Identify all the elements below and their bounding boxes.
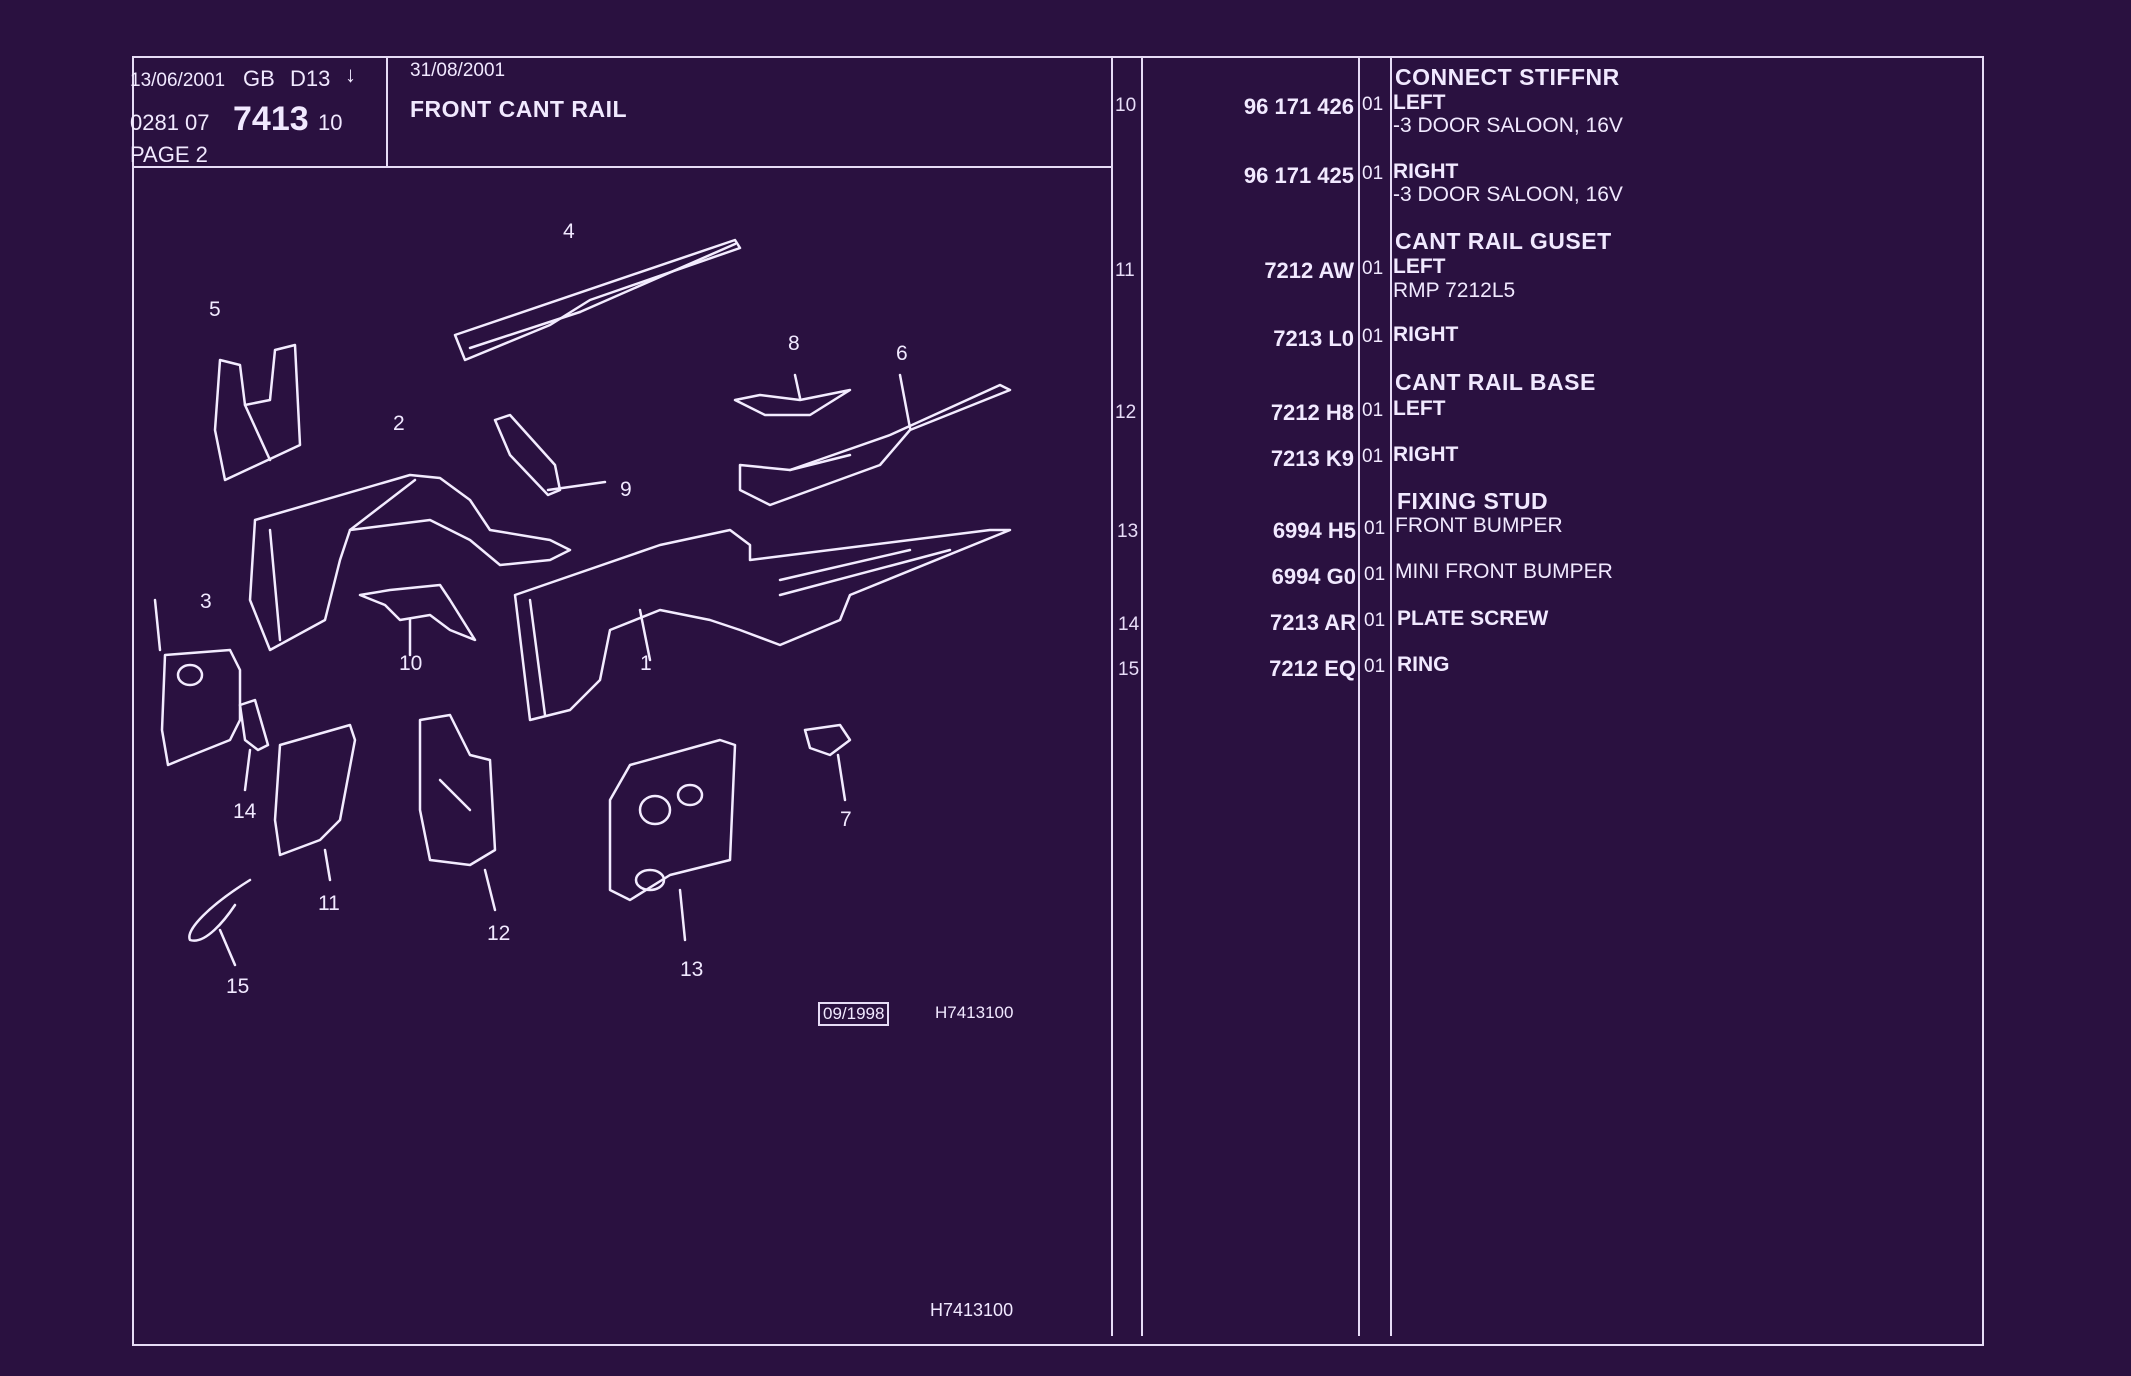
part-title-11: CANT RAIL GUSET xyxy=(1395,228,1612,254)
exploded-parts-diagram xyxy=(153,238,1012,967)
desc-row-9: PLATE SCREW xyxy=(1397,607,1549,630)
desc-row-8: MINI FRONT BUMPER xyxy=(1395,560,1613,583)
part-5-drawing xyxy=(213,343,302,482)
part-title-12: CANT RAIL BASE xyxy=(1395,369,1596,395)
qty-row-10: 01 xyxy=(1364,656,1386,677)
partcol-right-rule xyxy=(1358,56,1360,1336)
callout-10: 10 xyxy=(399,652,423,675)
part-number-row-6: 7213 K9 xyxy=(1270,446,1354,471)
qty-row-6: 01 xyxy=(1362,446,1384,467)
section-title: FRONT CANT RAIL xyxy=(410,96,628,122)
part-1-drawing xyxy=(513,528,1012,722)
note-row-3: RMP 7212L5 xyxy=(1393,279,1516,302)
qtycol-right-rule xyxy=(1390,56,1392,1336)
header-ref-prefix: 0281 07 xyxy=(130,110,210,135)
header-date-left: 13/06/2001 xyxy=(130,70,226,91)
part-14-drawing xyxy=(238,698,270,792)
item-ref-11: 11 xyxy=(1115,260,1135,281)
part-number-row-1: 96 171 426 xyxy=(1243,94,1354,119)
part-6-drawing xyxy=(738,373,1012,507)
part-15-drawing xyxy=(188,878,252,967)
desc-row-6: RIGHT xyxy=(1393,443,1459,466)
callout-11: 11 xyxy=(318,892,340,915)
desc-row-1: LEFT xyxy=(1393,91,1446,114)
callout-4: 4 xyxy=(563,220,575,243)
callout-15: 15 xyxy=(226,975,250,998)
header-arrow: ↓ xyxy=(345,62,356,87)
callout-7: 7 xyxy=(840,808,852,831)
part-number-row-10: 7212 EQ xyxy=(1269,656,1356,681)
part-number-row-8: 6994 G0 xyxy=(1271,564,1356,589)
part-3-drawing xyxy=(153,598,242,767)
diagram-right-rule xyxy=(1111,56,1113,1336)
callout-5: 5 xyxy=(209,298,221,321)
item-ref-12: 12 xyxy=(1115,402,1137,423)
callout-9: 9 xyxy=(620,478,632,501)
callout-8: 8 xyxy=(788,332,800,355)
item-ref-14: 14 xyxy=(1118,614,1140,635)
item-ref-13: 13 xyxy=(1117,521,1139,542)
desc-row-7: FRONT BUMPER xyxy=(1395,514,1563,537)
part-number-row-9: 7213 AR xyxy=(1269,610,1356,635)
part-number-row-5: 7212 H8 xyxy=(1270,400,1354,425)
part-2-drawing xyxy=(248,473,572,652)
part-7-drawing xyxy=(803,723,852,802)
callout-1: 1 xyxy=(640,652,652,675)
part-title-10: CONNECT STIFFNR xyxy=(1395,64,1620,90)
header-divider xyxy=(386,56,388,168)
page-frame xyxy=(132,56,1984,1346)
desc-row-4: RIGHT xyxy=(1393,323,1459,346)
part-11-drawing xyxy=(273,723,357,882)
callout-12: 12 xyxy=(487,922,511,945)
item-ref-15: 15 xyxy=(1118,659,1140,680)
qty-row-5: 01 xyxy=(1362,400,1384,421)
desc-row-2: RIGHT xyxy=(1393,160,1459,183)
header-code: D13 xyxy=(290,66,331,91)
qty-row-8: 01 xyxy=(1364,564,1386,585)
desc-row-5: LEFT xyxy=(1393,397,1446,420)
header-region: GB xyxy=(243,66,275,91)
qty-row-3: 01 xyxy=(1362,258,1384,279)
plate-number: 7413 xyxy=(233,100,309,138)
diagram-stamp-date: 09/1998 xyxy=(818,1002,890,1026)
callout-3: 3 xyxy=(200,590,212,613)
callout-14: 14 xyxy=(233,800,257,823)
header-bottom-rule xyxy=(132,166,1111,168)
part-title-13: FIXING STUD xyxy=(1397,488,1549,514)
qty-row-1: 01 xyxy=(1362,94,1384,115)
refcol-right-rule xyxy=(1141,56,1143,1336)
part-9-drawing xyxy=(493,413,607,497)
qty-row-7: 01 xyxy=(1364,518,1386,539)
note-row-1: -3 DOOR SALOON, 16V xyxy=(1393,114,1623,137)
callout-2: 2 xyxy=(393,412,405,435)
part-number-row-2: 96 171 425 xyxy=(1243,163,1354,188)
desc-row-3: LEFT xyxy=(1393,255,1446,278)
header-date-right: 31/08/2001 xyxy=(410,60,506,81)
callout-6: 6 xyxy=(896,342,908,365)
part-number-row-3: 7212 AW xyxy=(1264,258,1354,283)
part-number-row-4: 7213 L0 xyxy=(1273,326,1354,351)
footer-ref: H7413100 xyxy=(930,1300,1014,1320)
callout-13: 13 xyxy=(680,958,704,981)
qty-row-4: 01 xyxy=(1362,326,1384,347)
part-12-drawing xyxy=(418,713,497,912)
qty-row-9: 01 xyxy=(1364,610,1386,631)
item-ref-10: 10 xyxy=(1115,95,1137,116)
header-page: PAGE 2 xyxy=(130,142,208,167)
diagram-stamp-ref: H7413100 xyxy=(935,1003,1014,1022)
qty-row-2: 01 xyxy=(1362,163,1384,184)
part-13-drawing xyxy=(608,738,737,942)
desc-row-10: RING xyxy=(1397,653,1450,676)
part-8-drawing xyxy=(733,373,852,417)
part-4-drawing xyxy=(453,238,742,362)
header-ref-suffix: 10 xyxy=(318,110,343,135)
part-10-drawing xyxy=(358,583,477,657)
part-number-row-7: 6994 H5 xyxy=(1272,518,1356,543)
note-row-2: -3 DOOR SALOON, 16V xyxy=(1393,183,1623,206)
